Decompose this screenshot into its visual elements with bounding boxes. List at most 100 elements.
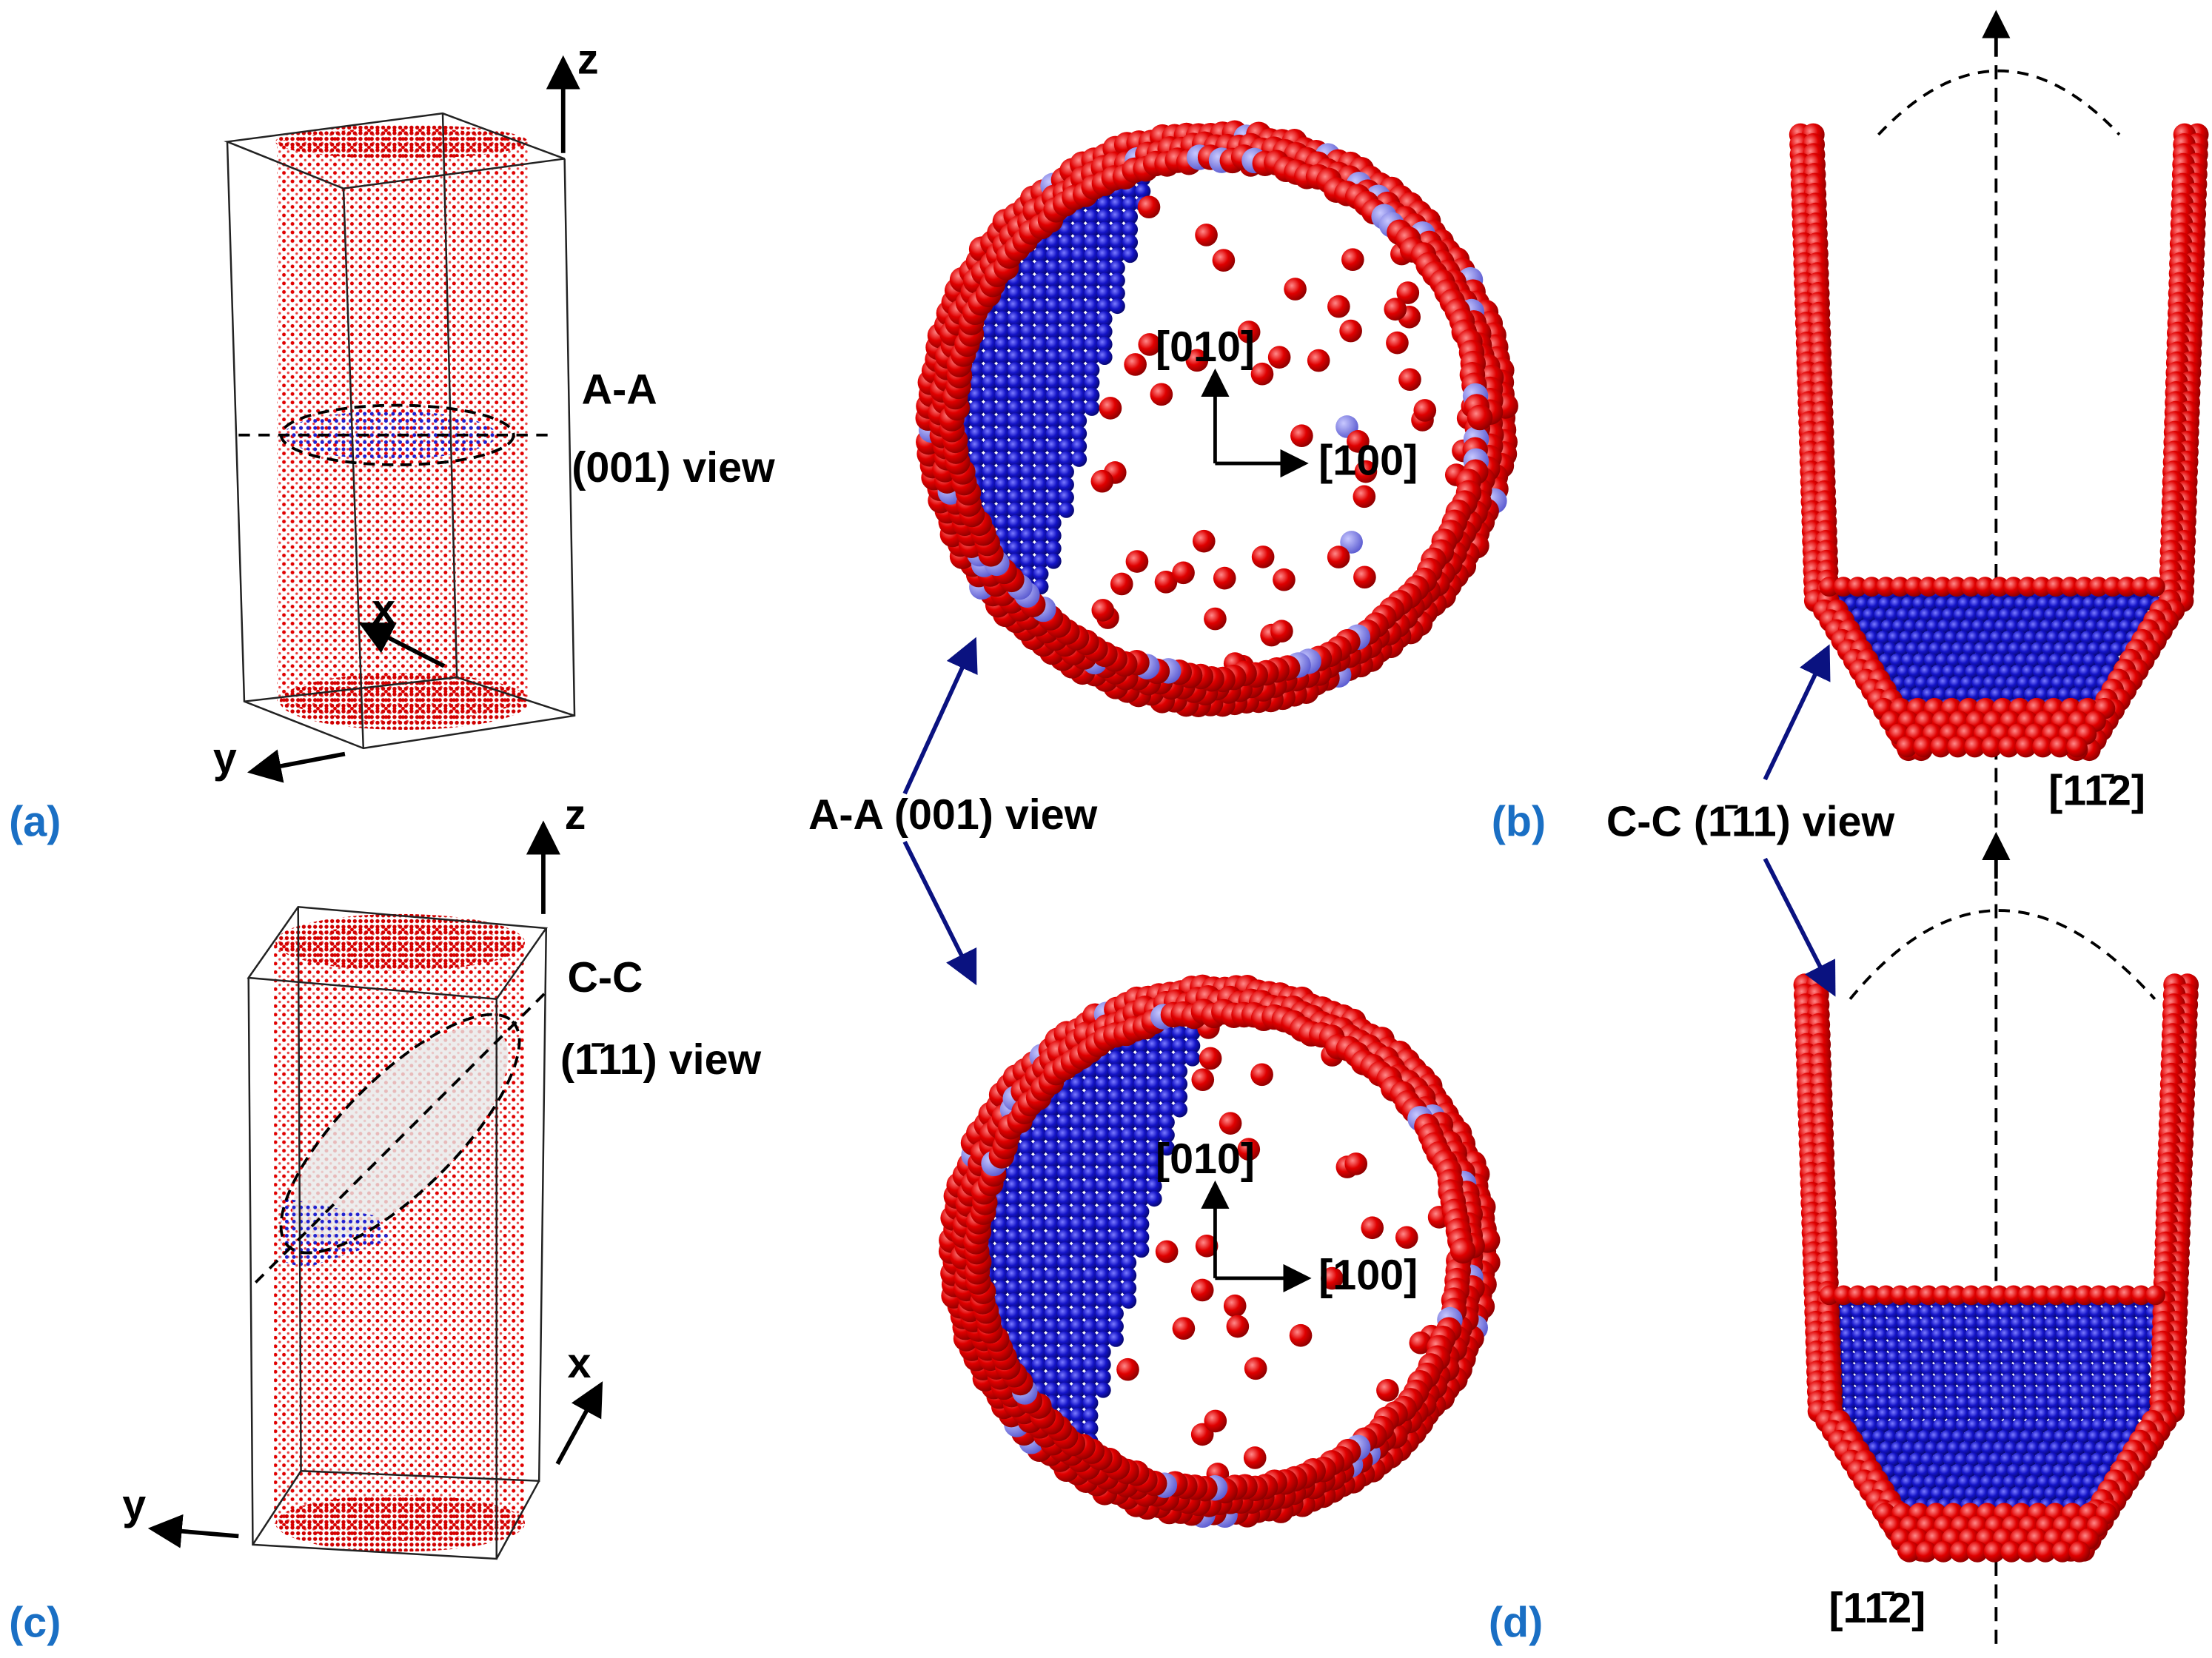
atom	[1070, 1114, 1086, 1130]
atom	[1107, 1306, 1124, 1322]
atom	[1947, 1285, 1967, 1306]
atom	[982, 323, 998, 340]
atom	[1082, 1191, 1099, 1207]
atom	[2041, 1463, 2056, 1478]
atom	[1947, 1441, 1962, 1456]
atom	[1853, 1373, 1868, 1388]
atom	[1901, 653, 1916, 668]
atom	[2012, 1395, 2028, 1410]
atom	[1095, 1255, 1111, 1271]
atom	[1974, 1429, 1988, 1444]
atom	[1863, 1327, 1877, 1343]
atom	[1376, 1379, 1399, 1402]
atom	[1084, 260, 1100, 276]
atom	[1842, 1373, 1857, 1388]
atom	[1133, 1050, 1150, 1067]
atom	[2022, 1452, 2037, 1467]
atom	[1071, 311, 1087, 327]
atom	[1985, 1429, 2000, 1444]
atom	[1937, 676, 1952, 691]
atom	[2018, 1463, 2033, 1478]
atom	[1044, 1140, 1060, 1156]
atom	[1056, 1089, 1073, 1105]
atom	[1095, 1152, 1111, 1169]
atom	[2094, 653, 2108, 668]
atom	[1976, 1316, 1991, 1331]
atom	[2111, 1305, 2126, 1320]
atom	[994, 349, 1011, 365]
atom	[1955, 1384, 1971, 1399]
atom	[1045, 540, 1062, 557]
atom	[1918, 1285, 1939, 1306]
atom	[1058, 221, 1074, 238]
atom	[1095, 1331, 1111, 1347]
atom	[1006, 1318, 1022, 1335]
atom	[1007, 514, 1023, 531]
atom	[1095, 1318, 1111, 1335]
atom	[1121, 1229, 1137, 1245]
atom	[1890, 1441, 1905, 1456]
atom	[1898, 1361, 1913, 1377]
atom	[1943, 1361, 1958, 1377]
atom	[1146, 1050, 1162, 1067]
atom	[1223, 1294, 1247, 1318]
atom	[1099, 397, 1122, 420]
atom	[1948, 619, 1963, 634]
atom	[1852, 1350, 1867, 1365]
atom	[1905, 1463, 1920, 1478]
atom	[1913, 1441, 1928, 1456]
atom	[1121, 1114, 1137, 1130]
atom	[1922, 1395, 1937, 1410]
direction-112: [11̄2]	[2048, 767, 2145, 814]
atom	[2008, 642, 2022, 657]
atom	[1842, 1384, 1857, 1399]
atom	[1953, 1316, 1968, 1331]
atom	[1122, 247, 1139, 264]
atom	[1084, 375, 1100, 391]
atom	[1109, 209, 1125, 225]
atom	[1896, 736, 1918, 758]
atom	[1865, 1395, 1880, 1410]
atom	[1082, 1420, 1099, 1437]
atom	[2001, 1395, 2016, 1410]
atom	[2068, 630, 2083, 645]
atom	[1852, 1361, 1868, 1377]
atom	[1965, 1327, 1980, 1343]
atom	[1190, 1278, 1214, 1302]
atom	[1988, 1339, 2002, 1354]
crystal-axes-bottom	[1201, 1180, 1312, 1293]
atom	[2091, 1373, 2106, 1388]
atom	[982, 489, 998, 506]
view-label: (1̄11) view	[560, 1036, 762, 1084]
atom	[982, 426, 998, 442]
atom	[1071, 451, 1087, 467]
atom	[2013, 1407, 2028, 1422]
direction-100: [100]	[1318, 1252, 1418, 1299]
atom	[1931, 1350, 1946, 1365]
atom	[2100, 608, 2115, 622]
atom	[1020, 260, 1036, 276]
atom	[1961, 577, 1981, 597]
atom	[2044, 1327, 2059, 1343]
axis-z-label: z	[565, 791, 586, 839]
atom	[1056, 1357, 1073, 1373]
atom	[1095, 1140, 1111, 1156]
atom	[1917, 642, 1931, 657]
atom	[1997, 1429, 2011, 1444]
atom	[2079, 1350, 2094, 1365]
atom	[1084, 209, 1100, 225]
atom	[1922, 687, 1937, 702]
atom	[1045, 514, 1062, 531]
atom	[1874, 608, 1888, 622]
atom	[1961, 1285, 1982, 1306]
atom	[1070, 1306, 1086, 1322]
atom	[2022, 1350, 2037, 1365]
atom	[2024, 1407, 2039, 1422]
atom	[1031, 1293, 1048, 1309]
atom	[1082, 1229, 1099, 1245]
atom	[1071, 234, 1087, 250]
atom	[1031, 1152, 1048, 1169]
atom	[1953, 608, 1968, 622]
atom	[1124, 353, 1147, 376]
atom	[1913, 736, 1935, 758]
